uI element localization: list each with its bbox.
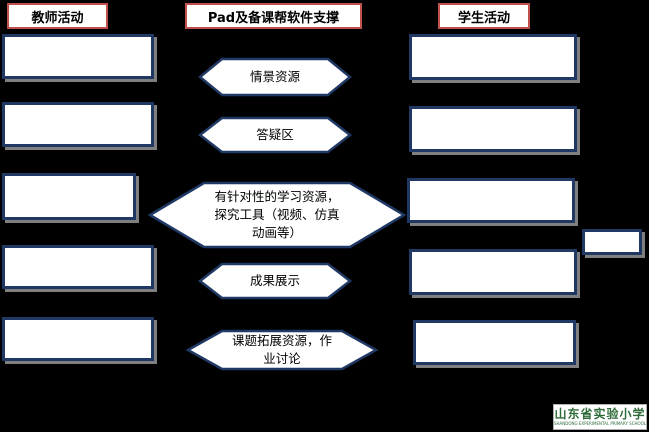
student-activity-header: 学生活动	[438, 3, 530, 29]
teacher-activity-box-4	[2, 245, 154, 289]
hexagon-shape-5	[185, 329, 379, 371]
student-activity-box-1	[409, 34, 577, 80]
teacher-activity-header: 教师活动	[7, 3, 108, 29]
hexagon-shape-3	[147, 181, 407, 249]
pad-support-header: Pad及备课帮软件支撑	[185, 3, 362, 29]
hex-label-results-display: 成果展示	[249, 272, 300, 288]
teacher-activity-box-1	[2, 34, 154, 79]
teacher-activity-box-2	[2, 102, 154, 147]
hexagon-shape-4	[197, 262, 353, 300]
student-activity-box-4	[409, 249, 577, 295]
school-logo-english-name: SHANDONG EXPERIMENTAL PRIMARY SCHOOL	[553, 420, 647, 426]
student-activity-box-2	[409, 106, 577, 152]
school-logo: 山东省实验小学 SHANDONG EXPERIMENTAL PRIMARY SC…	[553, 404, 647, 430]
student-activity-box-5	[413, 320, 576, 365]
hexagon-shape-1	[198, 57, 352, 97]
hex-label-learning-resources: 有针对性的学习资源，探究工具（视频、仿真动画等）	[214, 188, 340, 241]
student-activity-box-side	[582, 229, 642, 255]
student-activity-box-3	[407, 178, 575, 223]
hex-label-qa-area: 答疑区	[256, 126, 294, 142]
hex-label-situation-resources: 情景资源	[249, 68, 300, 84]
hex-label-extension-resources: 课题拓展资源，作业讨论	[231, 332, 332, 366]
school-logo-name: 山东省实验小学	[554, 406, 646, 421]
teacher-activity-box-5	[2, 317, 154, 361]
hexagon-shape-2	[197, 116, 353, 154]
teacher-activity-box-3	[2, 173, 136, 220]
